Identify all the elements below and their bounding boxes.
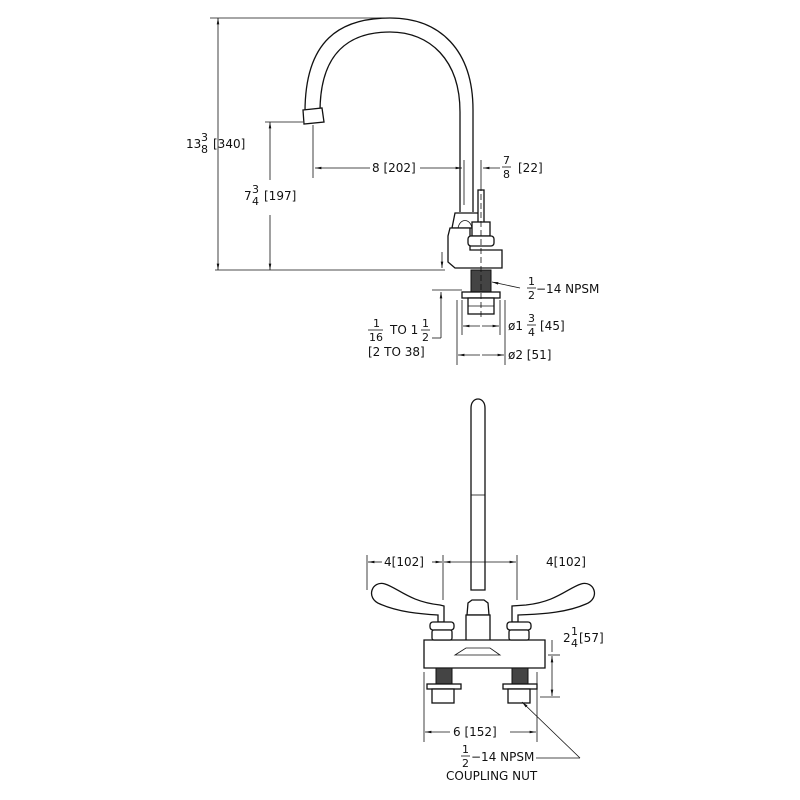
side-view-dimensions: 13 3 8 [340] 7 3 4 [197] 8 [202] 7 8 [22…: [186, 17, 599, 365]
svg-text:−14 NPSM: −14 NPSM: [536, 282, 599, 296]
base-diameter-label: ø2 [51]: [508, 348, 551, 362]
svg-text:2: 2: [422, 331, 429, 344]
svg-text:[57]: [57]: [579, 631, 604, 645]
svg-text:4: 4: [528, 326, 535, 339]
overall-height-label: 13 3 8 [340]: [186, 131, 245, 156]
svg-text:3: 3: [528, 312, 535, 325]
left-threaded-shank: [435, 667, 453, 685]
svg-text:1: 1: [422, 317, 429, 330]
thread-label: 1 2 −14 NPSM: [527, 275, 599, 302]
front-view-faucet: [370, 398, 596, 704]
left-coupling-nut: [431, 688, 455, 704]
svg-text:2: 2: [528, 289, 535, 302]
left-spacing-label: 4[102]: [384, 555, 424, 569]
svg-text:8: 8: [503, 168, 510, 181]
shank-diameter-label: ø1 3 4 [45]: [508, 312, 565, 339]
deck-plate: [423, 639, 546, 669]
svg-text:1: 1: [571, 625, 578, 638]
svg-text:[2 TO 38]: [2 TO 38]: [368, 345, 425, 359]
svg-text:2: 2: [563, 631, 571, 645]
svg-text:3: 3: [252, 183, 259, 196]
svg-text:1: 1: [373, 317, 380, 330]
side-view-faucet: [302, 17, 503, 320]
svg-text:13: 13: [186, 137, 201, 151]
svg-text:3: 3: [201, 131, 208, 144]
shank-height-label: 2 1 4 [57]: [563, 625, 604, 650]
svg-text:[45]: [45]: [540, 319, 565, 333]
svg-text:7: 7: [503, 154, 510, 167]
svg-text:[22]: [22]: [518, 161, 543, 175]
coupling-nut-label: 1 2 −14 NPSM COUPLING NUT: [446, 743, 538, 783]
svg-text:TO 1: TO 1: [389, 323, 418, 337]
svg-text:1: 1: [462, 743, 469, 756]
tube-offset-label: 7 8 [22]: [502, 154, 543, 181]
svg-text:[340]: [340]: [213, 137, 245, 151]
spout-nut: [466, 599, 490, 616]
right-threaded-shank: [511, 667, 529, 685]
right-spacing-label: 4[102]: [546, 555, 586, 569]
gooseneck-spout: [304, 17, 474, 212]
svg-text:COUPLING NUT: COUPLING NUT: [446, 769, 538, 783]
left-wrist-blade-handle: [370, 582, 445, 623]
svg-text:2: 2: [462, 757, 469, 770]
svg-text:1: 1: [528, 275, 535, 288]
spout-reach-label: 8 [202]: [372, 161, 416, 175]
center-spacing-label: 6 [152]: [453, 725, 497, 739]
right-coupling-nut: [507, 688, 531, 704]
svg-text:−14 NPSM: −14 NPSM: [471, 750, 534, 764]
svg-text:4: 4: [571, 637, 578, 650]
svg-text:16: 16: [369, 331, 383, 344]
spout-tube: [470, 398, 486, 591]
svg-text:7: 7: [244, 189, 252, 203]
faucet-body: [447, 227, 503, 269]
svg-text:4: 4: [252, 195, 259, 208]
front-view-dimensions: 4[102] 4[102] 6 [152] 2 1 4 [57] 1 2 −14…: [366, 555, 604, 783]
svg-text:ø1: ø1: [508, 319, 523, 333]
spout-height-label: 7 3 4 [197]: [244, 183, 296, 208]
deck-thickness-label: 1 16 TO 1 1 2 [2 TO 38]: [368, 317, 430, 359]
right-wrist-blade-handle: [511, 582, 596, 623]
svg-text:[197]: [197]: [264, 189, 296, 203]
spout-tip: [302, 107, 325, 125]
svg-text:8: 8: [201, 143, 208, 156]
